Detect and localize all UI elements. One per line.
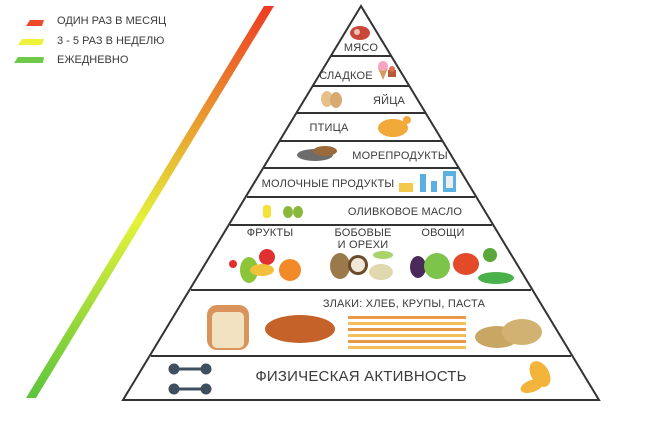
- label-eggs: ЯЙЦА: [372, 95, 406, 107]
- label-legumes-line1: БОБОВЫЕ: [334, 227, 392, 239]
- bread-icon: [207, 305, 249, 350]
- vegetables-icon: [410, 248, 514, 284]
- fruits-icon: [229, 249, 301, 283]
- legend-swatch-green: [14, 57, 44, 63]
- dumbbell-icon: [168, 363, 212, 395]
- label-vegetables: ОВОЩИ: [421, 227, 465, 239]
- sneakers-icon: [520, 361, 551, 393]
- label-seafood: МОРЕПРОДУКТЫ: [352, 150, 448, 162]
- label-sweets: СЛАДКОЕ: [319, 70, 373, 82]
- frequency-gradient-bar: [26, 6, 274, 398]
- meat-icon: [350, 26, 370, 40]
- label-dairy: МОЛОЧНЫЕ ПРОДУКТЫ: [261, 178, 395, 190]
- label-legumes-line2: И ОРЕХИ: [337, 239, 389, 251]
- dairy-icon: [399, 171, 456, 192]
- label-physical-activity: ФИЗИЧЕСКАЯ АКТИВНОСТЬ: [255, 368, 467, 385]
- label-meat: МЯСО: [343, 42, 379, 54]
- legend-swatch-red: [26, 20, 44, 26]
- label-legumes: БОБОВЫЕ И ОРЕХИ: [334, 227, 391, 251]
- legend-weekly: 3 - 5 РАЗ В НЕДЕЛЮ: [57, 35, 165, 47]
- label-grains: ЗЛАКИ: ХЛЕБ, КРУПЫ, ПАСТА: [322, 298, 486, 310]
- flatbread-icon: [475, 319, 542, 348]
- legend-monthly: ОДИН РАЗ В МЕСЯЦ: [57, 15, 167, 27]
- loaf-icon: [265, 315, 335, 343]
- pyramid-dividers: [151, 55, 571, 357]
- legumes-nuts-icon: [330, 251, 393, 280]
- label-olive-oil: ОЛИВКОВОЕ МАСЛО: [347, 206, 463, 218]
- eggs-icon: [321, 91, 342, 108]
- legend-daily: ЕЖЕДНЕВНО: [57, 54, 129, 66]
- label-fruits: ФРУКТЫ: [246, 227, 294, 239]
- pasta-icon: [348, 316, 466, 349]
- olive-oil-icon: [263, 205, 303, 218]
- legend-swatch-yellow: [18, 39, 44, 45]
- sweets-icon: [378, 61, 396, 80]
- label-poultry: ПТИЦА: [309, 122, 349, 134]
- pyramid-outline: [121, 4, 601, 401]
- seafood-icon: [297, 146, 337, 161]
- poultry-icon: [378, 116, 411, 137]
